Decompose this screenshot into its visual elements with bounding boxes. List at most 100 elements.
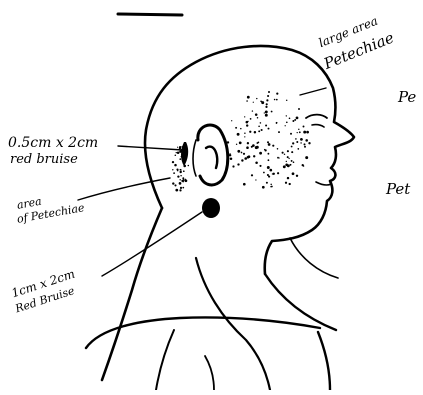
petechia-dot	[229, 153, 230, 154]
ear-outline	[198, 125, 228, 185]
petechia-dot	[304, 146, 306, 148]
petechia-dot	[244, 116, 245, 117]
petechia-dot	[179, 158, 181, 160]
bruise-neck	[202, 198, 220, 218]
leader-bruise-upper	[118, 146, 183, 150]
petechia-dot	[259, 152, 262, 155]
petechia-dot	[247, 121, 248, 122]
petechia-dot	[285, 125, 286, 126]
petechia-dot	[172, 182, 174, 184]
petechia-dot	[232, 165, 234, 167]
petechia-dot	[305, 156, 308, 159]
eye	[312, 125, 324, 127]
petechia-dot	[267, 141, 269, 143]
petechia-dot	[268, 159, 270, 161]
neck-back-line	[102, 208, 162, 380]
petechia-dot	[287, 150, 289, 152]
petechia-dot	[266, 103, 268, 105]
petechia-dot	[267, 95, 269, 97]
petechia-dot	[300, 142, 301, 143]
petechia-dot	[179, 182, 182, 185]
petechia-dot	[236, 144, 237, 145]
petechia-dot	[258, 126, 260, 128]
petechia-dot	[293, 161, 295, 163]
petechia-dot	[303, 165, 305, 167]
petechia-dot	[288, 158, 289, 159]
petechia-dot	[241, 152, 243, 154]
petechia-dot	[182, 177, 184, 179]
petechia-dot	[265, 106, 267, 108]
petechia-dot	[247, 96, 250, 99]
petechia-dot	[263, 172, 265, 174]
petechia-dot	[277, 148, 279, 150]
petechia-dot	[240, 128, 242, 130]
petechia-dot	[260, 122, 262, 124]
petechia-dot	[255, 179, 256, 180]
petechia-dot	[256, 98, 257, 99]
petechia-dot	[276, 93, 278, 95]
petechia-dot	[266, 182, 268, 184]
petechia-dot	[181, 149, 184, 152]
petechia-dot	[255, 161, 258, 164]
eyebrow	[306, 115, 327, 118]
petechia-dot	[188, 165, 190, 167]
petechia-dot	[251, 174, 253, 176]
petechia-dot	[237, 150, 240, 153]
petechia-dot	[180, 171, 182, 173]
petechia-dot	[255, 113, 258, 116]
petechia-dot	[272, 145, 274, 147]
petechia-dot	[287, 156, 289, 158]
petechia-dot	[244, 157, 247, 160]
petechia-dot	[254, 131, 256, 133]
petechia-dot	[243, 153, 245, 155]
petechia-dot	[250, 118, 252, 120]
petechia-dot	[286, 161, 287, 162]
petechia-dot	[172, 169, 173, 170]
petechia-dot	[289, 183, 291, 185]
petechia-dot	[297, 148, 299, 150]
petechia-dot	[267, 174, 269, 176]
petechia-dot	[244, 136, 245, 137]
petechia-dot	[267, 153, 269, 155]
petechia-dot	[256, 142, 258, 144]
petechia-dot	[285, 163, 288, 166]
petechia-dot	[287, 177, 289, 179]
petechia-dot	[184, 155, 185, 156]
petechia-dot	[175, 155, 177, 157]
petechia-dot	[246, 124, 248, 126]
petechia-dot	[296, 175, 298, 177]
petechia-dot	[298, 129, 299, 130]
petechia-dot	[295, 138, 297, 140]
petechia-dot	[246, 100, 248, 102]
throat-line	[290, 238, 338, 278]
petechia-dot	[305, 139, 308, 142]
ear-back-line	[193, 140, 196, 176]
petechia-dot	[243, 183, 246, 186]
petechia-dot	[185, 160, 187, 162]
petechia-dot	[259, 165, 261, 167]
petechia-dot	[268, 128, 270, 130]
petechia-dot	[299, 131, 301, 133]
petechia-dot	[303, 131, 306, 134]
petechia-dot	[180, 175, 181, 176]
petechia-dot	[258, 130, 260, 132]
petechia-dot	[257, 117, 259, 119]
petechiae-dots-large-area	[227, 91, 311, 189]
petechia-dot	[286, 121, 288, 123]
petechia-dot	[268, 143, 271, 146]
petechia-dot	[306, 131, 309, 134]
petechia-dot	[271, 111, 273, 113]
petechia-dot	[264, 149, 265, 150]
petechia-dot	[270, 169, 272, 171]
petechia-dot	[173, 172, 175, 174]
petechia-dot	[177, 147, 178, 148]
petechia-dot	[177, 175, 179, 177]
petechia-dot	[174, 164, 177, 167]
label-cut-right-top: Pe	[398, 90, 416, 105]
petechia-dot	[265, 110, 268, 113]
petechia-dot	[227, 154, 230, 157]
petechia-dot	[185, 179, 188, 182]
petechia-dot	[175, 189, 178, 192]
petechia-dot	[284, 154, 285, 155]
petechia-dot	[241, 159, 243, 161]
